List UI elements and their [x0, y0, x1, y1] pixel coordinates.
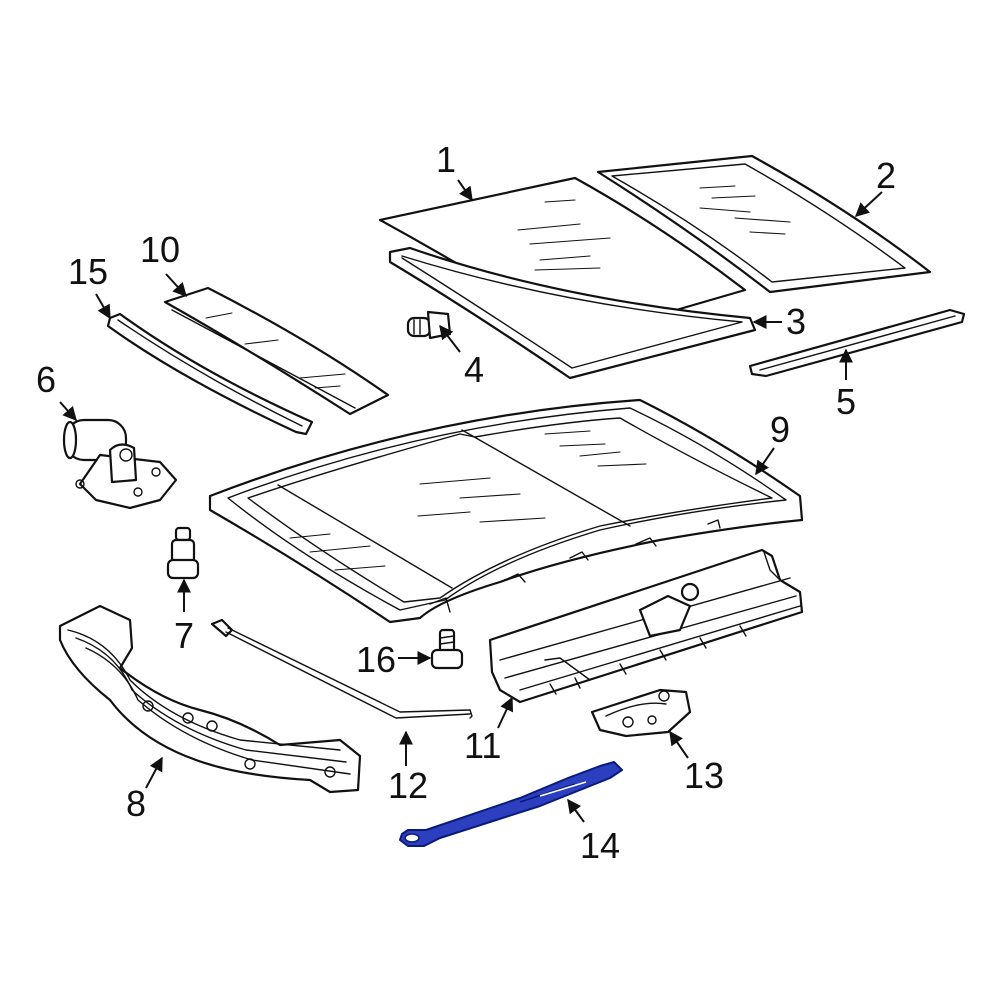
- part-16-bolt: [430, 628, 464, 670]
- callout-4: 4: [464, 349, 484, 390]
- part-6-motor: [62, 418, 178, 510]
- part-11-drive-rail: [488, 548, 804, 704]
- callout-labels: 1 2 3 4 5 6 7 8 9 10 11 12 13 14 15 16: [36, 139, 896, 866]
- part-7-fastener: [166, 526, 200, 580]
- part-15-weatherstrip: [106, 312, 314, 436]
- part-8-frame: [58, 604, 362, 794]
- callout-13: 13: [684, 755, 724, 796]
- callout-7: 7: [174, 615, 194, 656]
- part-12-cable: [210, 618, 473, 719]
- callout-11: 11: [464, 725, 501, 766]
- part-10-sunshade: [163, 286, 390, 416]
- callout-9: 9: [770, 409, 790, 450]
- part-4-bolt: [406, 310, 452, 340]
- callout-10: 10: [140, 229, 180, 270]
- callout-3: 3: [786, 301, 806, 342]
- leader-lines: [59, 179, 883, 823]
- part-9-roof-frame: [208, 398, 804, 624]
- callout-6: 6: [36, 359, 56, 400]
- callout-1: 1: [436, 139, 456, 180]
- callout-5: 5: [836, 381, 856, 422]
- callout-15: 15: [68, 251, 108, 292]
- part-2-rear-glass: [596, 154, 932, 294]
- part-3-seal: [388, 246, 757, 380]
- callout-14: 14: [580, 825, 620, 866]
- callout-2: 2: [876, 155, 896, 196]
- part-13-bracket: [590, 688, 692, 738]
- part-14-arm-highlighted: [399, 761, 623, 847]
- callout-12: 12: [388, 765, 428, 806]
- callout-8: 8: [126, 783, 146, 824]
- callout-16: 16: [356, 639, 396, 680]
- part-1-front-glass: [378, 176, 747, 340]
- part-5-trim-strip: [748, 308, 966, 378]
